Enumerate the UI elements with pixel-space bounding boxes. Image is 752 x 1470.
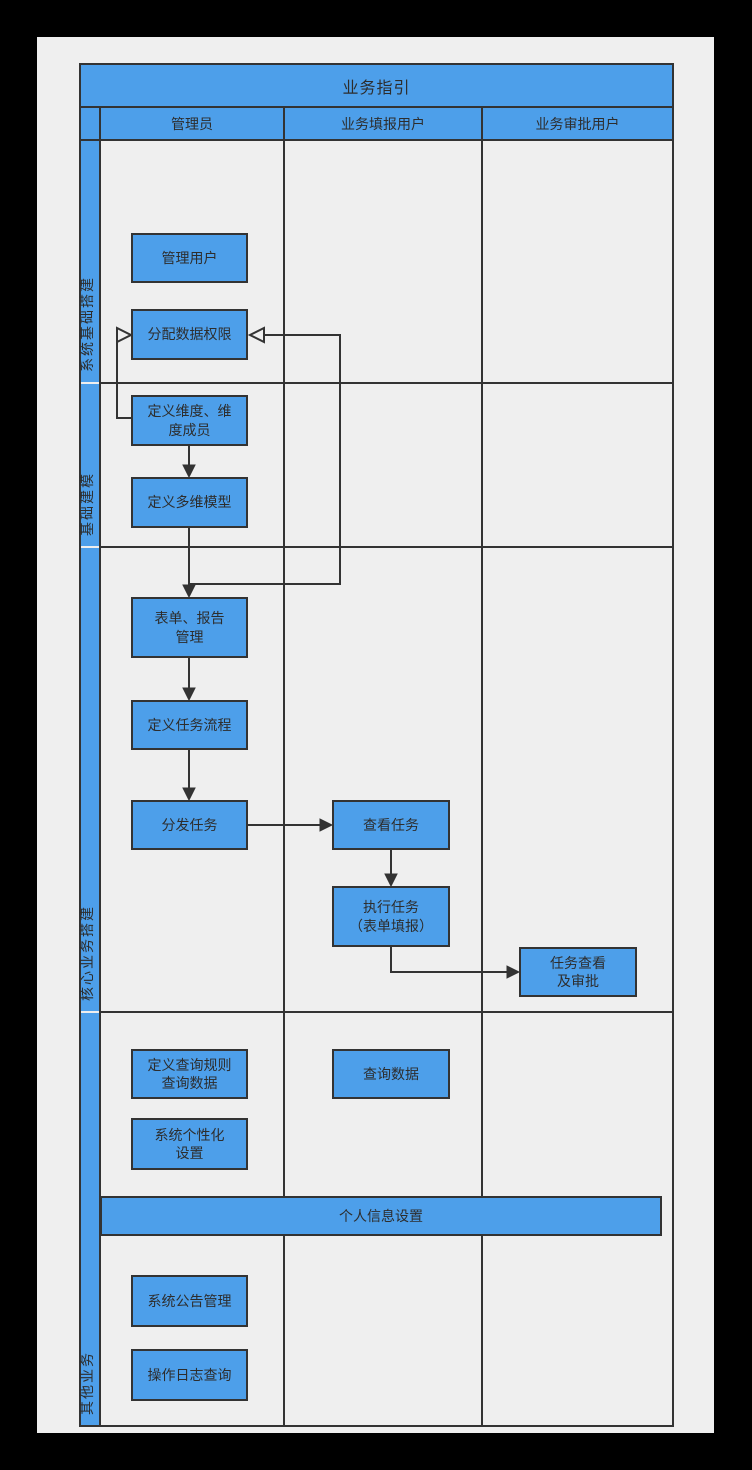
node-system-personalization[interactable]: 系统个性化 设置 — [131, 1118, 248, 1170]
connector-execute-tasks-to-task-review — [390, 947, 521, 979]
column-header-admin: 管理员 — [101, 108, 283, 139]
node-execute-tasks[interactable]: 执行任务 （表单填报） — [332, 886, 450, 947]
lane-divider-2 — [99, 546, 674, 548]
node-operation-log-query[interactable]: 操作日志查询 — [131, 1349, 248, 1401]
pool-border-right — [672, 63, 674, 1427]
column-header-approver: 业务审批用户 — [483, 108, 672, 139]
connector-view-tasks-to-execute-tasks — [384, 850, 398, 888]
node-form-report-mgmt[interactable]: 表单、报告 管理 — [131, 597, 248, 658]
lane-label-system-setup: 系统基础搭建 — [79, 141, 99, 382]
column-header-filler: 业务填报用户 — [285, 108, 481, 139]
column-divider-1 — [283, 108, 285, 1425]
connector-define-model-to-form-report — [182, 528, 196, 599]
pool-border-left — [79, 63, 81, 1427]
lane-label-core-business: 核心业务搭建 — [79, 548, 99, 1011]
connector-define-task-flow-to-distribute-tasks — [182, 750, 196, 802]
node-define-dimensions[interactable]: 定义维度、维 度成员 — [131, 395, 248, 446]
title-divider — [79, 106, 674, 108]
column-divider-2 — [481, 108, 483, 1425]
node-define-task-flow[interactable]: 定义任务流程 — [131, 700, 248, 750]
pool-title: 业务指引 — [81, 65, 672, 106]
node-assign-data-permissions[interactable]: 分配数据权限 — [131, 309, 248, 360]
pool-border-bottom — [79, 1425, 674, 1427]
connector-define-dimensions-to-define-model — [182, 446, 196, 479]
node-manage-users[interactable]: 管理用户 — [131, 233, 248, 283]
node-task-review-approve[interactable]: 任务查看 及审批 — [519, 947, 637, 997]
node-personal-info-settings[interactable]: 个人信息设置 — [100, 1196, 662, 1236]
node-define-multidim-model[interactable]: 定义多维模型 — [131, 477, 248, 528]
node-view-tasks[interactable]: 查看任务 — [332, 800, 450, 850]
connector-feedback-right-to-assign-permissions — [189, 326, 341, 585]
flow-connectors — [116, 326, 521, 979]
node-query-data[interactable]: 查询数据 — [332, 1049, 450, 1099]
lane-label-basic-modeling: 基础建模 — [79, 384, 99, 546]
node-define-query-rules[interactable]: 定义查询规则 查询数据 — [131, 1049, 248, 1099]
lane-divider-1 — [99, 382, 674, 384]
diagram-page: 业务指引 管理员 业务填报用户 业务审批用户 系统基础搭建 基础建模 核心业务搭… — [37, 37, 714, 1433]
header-divider — [79, 139, 674, 141]
lane-divider-3 — [99, 1011, 674, 1013]
pool-border-top — [79, 63, 674, 65]
swimlane-pool: 业务指引 管理员 业务填报用户 业务审批用户 系统基础搭建 基础建模 核心业务搭… — [79, 63, 674, 1427]
connector-distribute-tasks-to-view-tasks — [248, 818, 334, 832]
connector-feedback-left-to-assign-permissions — [116, 326, 134, 419]
lane-header-spacer — [81, 108, 99, 139]
connector-form-report-to-define-task-flow — [182, 658, 196, 702]
node-system-announcement-mgmt[interactable]: 系统公告管理 — [131, 1275, 248, 1327]
lane-column-divider — [99, 108, 101, 1425]
lane-label-other-business: 其他业务 — [79, 1013, 99, 1425]
node-distribute-tasks[interactable]: 分发任务 — [131, 800, 248, 850]
